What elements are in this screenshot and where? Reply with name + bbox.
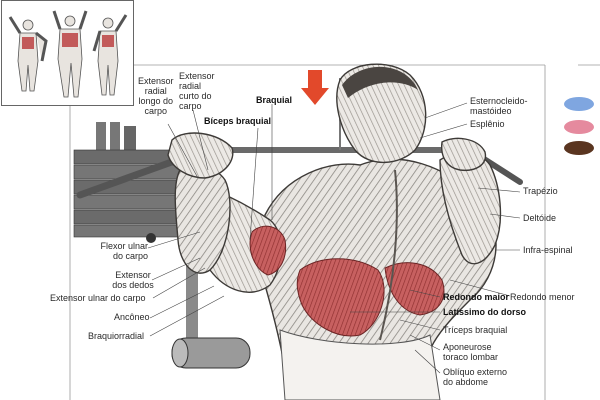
- label-triceps: Tríceps braquial: [443, 325, 508, 335]
- muscle-map-inset: [1, 0, 134, 106]
- label-redondo-menor: Redondo menor: [510, 292, 575, 302]
- label-infra-espinal: Infra-espinal: [523, 245, 573, 255]
- legend-dot-pink: [564, 120, 594, 134]
- label-extensor-ulnar: Extensor ulnar do carpo: [50, 293, 146, 303]
- label-esternocleido: Esternocleido-mastóideo: [470, 96, 528, 116]
- label-anconeo: Ancôneo: [114, 312, 150, 322]
- label-braquiorradial: Braquiorradial: [88, 331, 145, 341]
- label-braquial: Braquial: [256, 95, 293, 105]
- weight-machine: [73, 78, 523, 369]
- down-arrow-icon: [301, 70, 329, 105]
- legend-dot-brown: [564, 141, 594, 155]
- label-redondo-maior: Redondo maior: [443, 292, 510, 302]
- label-latissimo: Latíssimo do dorso: [443, 307, 527, 317]
- label-trapezio: Trapézio: [523, 186, 558, 196]
- label-biceps-braquial: Bíceps braquial: [204, 116, 272, 126]
- frame-lines: [69, 64, 600, 400]
- body-figure: [167, 63, 502, 400]
- legend-dot-blue: [564, 97, 594, 111]
- label-deltoide: Deltóide: [523, 213, 557, 223]
- label-esplenio: Esplênio: [470, 119, 505, 129]
- figure-thumbnails: [8, 10, 128, 98]
- leader-lines: [147, 102, 521, 374]
